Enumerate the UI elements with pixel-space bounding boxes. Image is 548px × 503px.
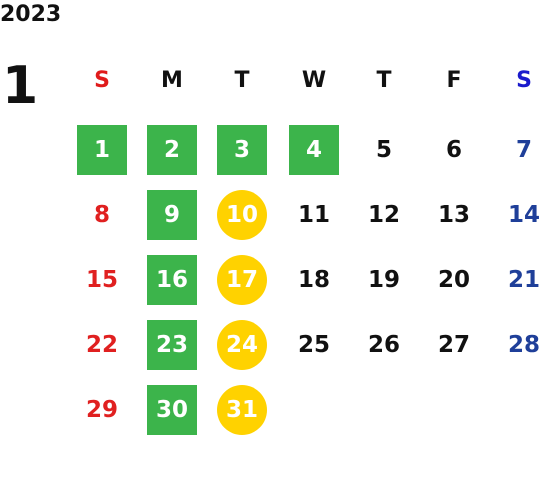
day-cell-17[interactable]: 17 — [217, 255, 267, 305]
day-cell-24[interactable]: 24 — [217, 320, 267, 370]
day-cell-25[interactable]: 25 — [297, 332, 330, 358]
day-cell-2[interactable]: 2 — [147, 125, 197, 175]
day-cell-3[interactable]: 3 — [217, 125, 267, 175]
day-cell-13[interactable]: 13 — [437, 202, 470, 228]
day-cell-10[interactable]: 10 — [217, 190, 267, 240]
day-cell-8[interactable]: 8 — [93, 202, 110, 228]
day-cell-11[interactable]: 11 — [297, 202, 330, 228]
weekday-monday: M — [161, 68, 183, 93]
month-number: 1 — [2, 56, 39, 116]
day-cell-7[interactable]: 7 — [515, 137, 532, 163]
day-cell-15[interactable]: 15 — [85, 267, 118, 293]
day-cell-31[interactable]: 31 — [217, 385, 267, 435]
day-cell-1[interactable]: 1 — [77, 125, 127, 175]
day-cell-28[interactable]: 28 — [507, 332, 540, 358]
day-cell-22[interactable]: 22 — [85, 332, 118, 358]
day-cell-9[interactable]: 9 — [147, 190, 197, 240]
day-cell-12[interactable]: 12 — [367, 202, 400, 228]
year-label: 2023 — [0, 2, 62, 27]
weekday-thursday: T — [376, 68, 392, 93]
day-cell-30[interactable]: 30 — [147, 385, 197, 435]
day-cell-21[interactable]: 21 — [507, 267, 540, 293]
day-cell-29[interactable]: 29 — [85, 397, 118, 423]
weekday-tuesday: T — [234, 68, 250, 93]
day-cell-27[interactable]: 27 — [437, 332, 470, 358]
weekday-saturday: S — [516, 68, 532, 93]
day-cell-14[interactable]: 14 — [507, 202, 540, 228]
day-cell-4[interactable]: 4 — [289, 125, 339, 175]
weekday-friday: F — [446, 68, 462, 93]
weekday-wednesday: W — [301, 68, 327, 93]
day-cell-18[interactable]: 18 — [297, 267, 330, 293]
day-cell-26[interactable]: 26 — [367, 332, 400, 358]
day-cell-6[interactable]: 6 — [445, 137, 462, 163]
day-cell-20[interactable]: 20 — [437, 267, 470, 293]
day-cell-16[interactable]: 16 — [147, 255, 197, 305]
day-cell-19[interactable]: 19 — [367, 267, 400, 293]
day-cell-23[interactable]: 23 — [147, 320, 197, 370]
day-cell-5[interactable]: 5 — [375, 137, 392, 163]
weekday-sunday: S — [94, 68, 110, 93]
